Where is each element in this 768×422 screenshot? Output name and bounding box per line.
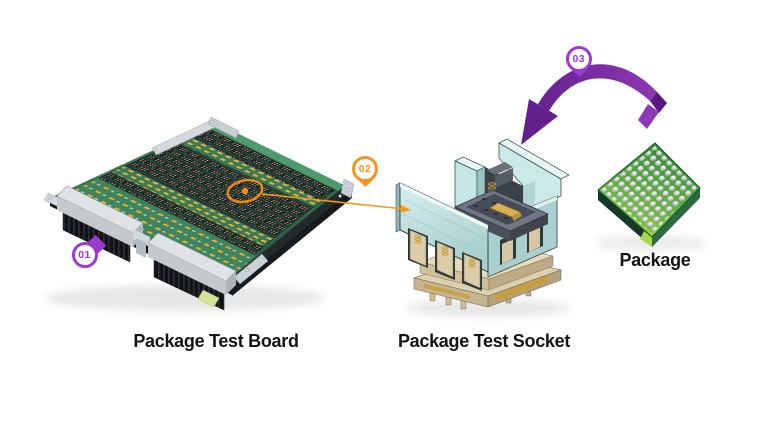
- marker-pin-01: 01: [71, 234, 106, 269]
- marker-number: 02: [358, 162, 372, 175]
- marker-number: 03: [572, 52, 586, 65]
- curved-arrow-icon: [521, 64, 667, 145]
- screws: [48, 120, 349, 272]
- callout-line: [261, 193, 405, 210]
- callout-arrowhead-icon: [400, 204, 411, 213]
- marker-number: 01: [78, 248, 91, 261]
- bga-package-graphic: [595, 142, 707, 251]
- solder-ball-grid: [601, 146, 697, 234]
- edge-connectors: [56, 185, 237, 311]
- socket-caption: Package Test Socket: [397, 331, 571, 351]
- callout-ellipse-and-line: [226, 178, 411, 213]
- marker-pin-03: 03: [565, 45, 593, 77]
- test-socket-graphic: [395, 138, 570, 317]
- highlight-dot: [241, 187, 249, 195]
- package-caption: Package: [619, 250, 691, 270]
- marker-pin-02: 02: [352, 155, 379, 187]
- pcb-board-graphic: [43, 116, 355, 311]
- highlight-ellipse-icon: [226, 178, 264, 204]
- socket-front-wall: [395, 182, 489, 291]
- socket-array: [98, 127, 336, 255]
- board-shadow: [45, 285, 325, 311]
- board-caption: Package Test Board: [133, 331, 299, 351]
